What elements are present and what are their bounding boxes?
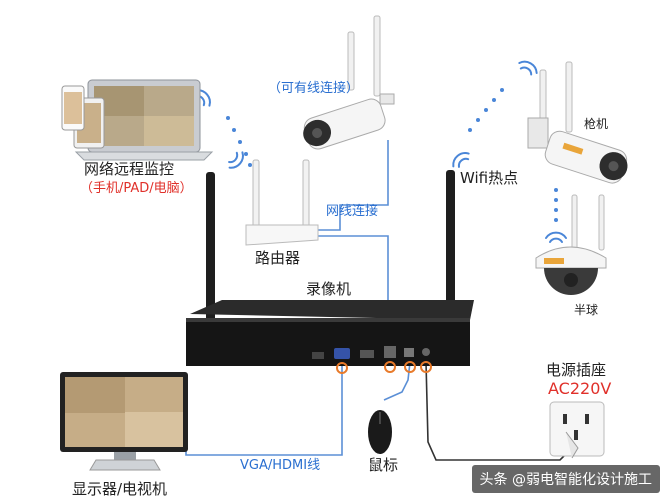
bullet-camera-label: 枪机 bbox=[584, 117, 609, 131]
wifi-icon bbox=[545, 231, 567, 243]
vga-hdmi-label: VGA/HDMI线 bbox=[240, 458, 321, 473]
wifi-signals bbox=[226, 88, 558, 222]
power-socket bbox=[549, 401, 605, 459]
remote-monitor-label: 网络远程监控 bbox=[84, 160, 175, 178]
wifi-icon bbox=[518, 60, 538, 76]
network-cable-label: 网线连接 bbox=[326, 204, 379, 219]
wifi-icon bbox=[452, 152, 470, 168]
display-tv-label: 显示器/电视机 bbox=[72, 480, 168, 498]
wifi-icon bbox=[228, 151, 244, 169]
cable-nvr-mouse bbox=[383, 361, 411, 401]
remote-devices-label: （手机/PAD/电脑） bbox=[80, 181, 193, 196]
mouse-device bbox=[368, 410, 392, 454]
phone-device bbox=[61, 85, 85, 131]
router-device bbox=[245, 159, 319, 246]
mouse-label: 鼠标 bbox=[368, 456, 399, 474]
bullet-camera-right bbox=[527, 61, 628, 184]
port-markers bbox=[336, 361, 432, 374]
dome-camera bbox=[535, 194, 607, 295]
watermark: 头条 @弱电智能化设计施工 bbox=[471, 465, 660, 493]
nvr-device bbox=[186, 170, 474, 366]
dome-camera-label: 半球 bbox=[574, 303, 599, 317]
bullet-camera-top bbox=[303, 15, 395, 150]
nvr-label: 录像机 bbox=[306, 280, 352, 298]
router-label: 路由器 bbox=[255, 249, 301, 267]
power-voltage-label: AC220V bbox=[548, 379, 612, 398]
cable-router-camera bbox=[318, 140, 389, 231]
power-socket-label: 电源插座 bbox=[546, 361, 607, 379]
monitor-device bbox=[60, 372, 188, 471]
wired-optional-label: （可有线连接） bbox=[268, 81, 360, 96]
wifi-hotspot-label: Wifi热点 bbox=[460, 169, 519, 187]
cable-nvr-monitor bbox=[185, 360, 343, 456]
